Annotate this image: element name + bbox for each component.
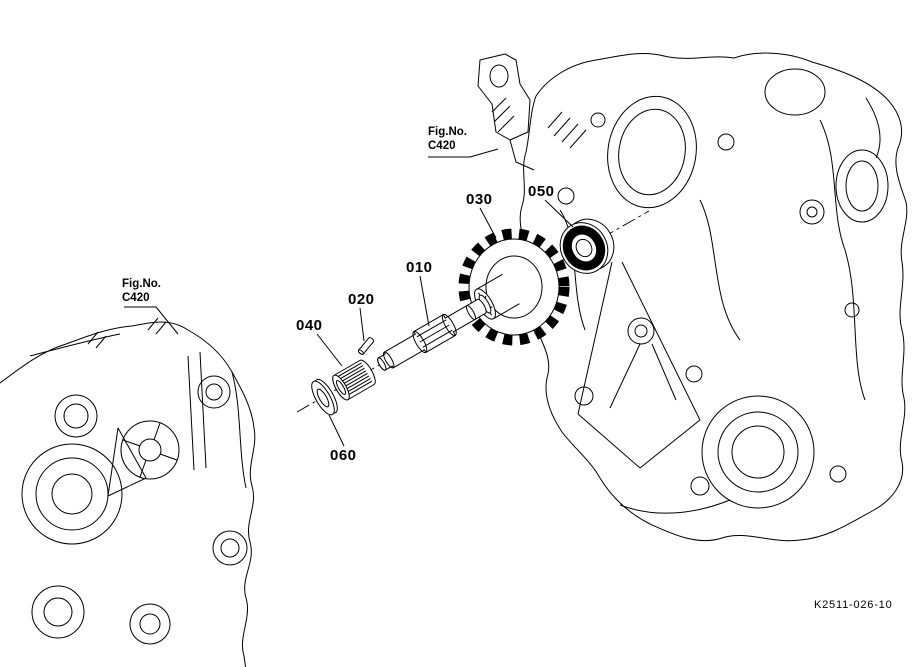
- hatch-marks: [87, 317, 167, 349]
- leader-030: [479, 207, 497, 239]
- callout-030: 030: [466, 191, 493, 208]
- pin-drawing: [357, 337, 375, 355]
- callout-020: 020: [348, 291, 375, 308]
- figure-reference-code: C420: [122, 292, 150, 305]
- callout-010: 010: [406, 259, 433, 276]
- drawing-code: K2511-026-10: [814, 599, 893, 611]
- hatch-marks: [547, 111, 587, 149]
- splined-collar-drawing: [332, 359, 376, 401]
- mount-bracket: [477, 53, 535, 171]
- figure-reference-code: C420: [428, 140, 456, 153]
- callout-040: 040: [296, 317, 323, 334]
- figure-reference-top: Fig.No. C420: [428, 125, 467, 154]
- figure-reference-prefix: Fig.No.: [122, 278, 161, 290]
- figure-reference-prefix: Fig.No.: [428, 126, 467, 138]
- leader-060: [328, 414, 345, 447]
- gear-teeth: [458, 228, 570, 346]
- leader-lines: [124, 148, 574, 447]
- figure-reference-left: Fig.No. C420: [122, 277, 161, 306]
- shaft-drawing: [377, 298, 487, 371]
- leader-figref-left: [124, 306, 179, 335]
- hatch-marks: [491, 97, 515, 133]
- gear-drawing: [458, 228, 570, 346]
- engine-housing-right: [519, 52, 908, 542]
- engine-housing-left: [0, 317, 256, 667]
- washer-drawing: [311, 378, 338, 416]
- leader-020: [359, 307, 365, 342]
- leader-figref-top: [428, 148, 499, 158]
- leader-050: [544, 199, 574, 228]
- leader-010: [419, 275, 430, 327]
- callout-050: 050: [528, 183, 555, 200]
- callout-060: 060: [330, 447, 357, 464]
- ball-bearing-drawing: [559, 218, 615, 274]
- leader-040: [316, 333, 343, 367]
